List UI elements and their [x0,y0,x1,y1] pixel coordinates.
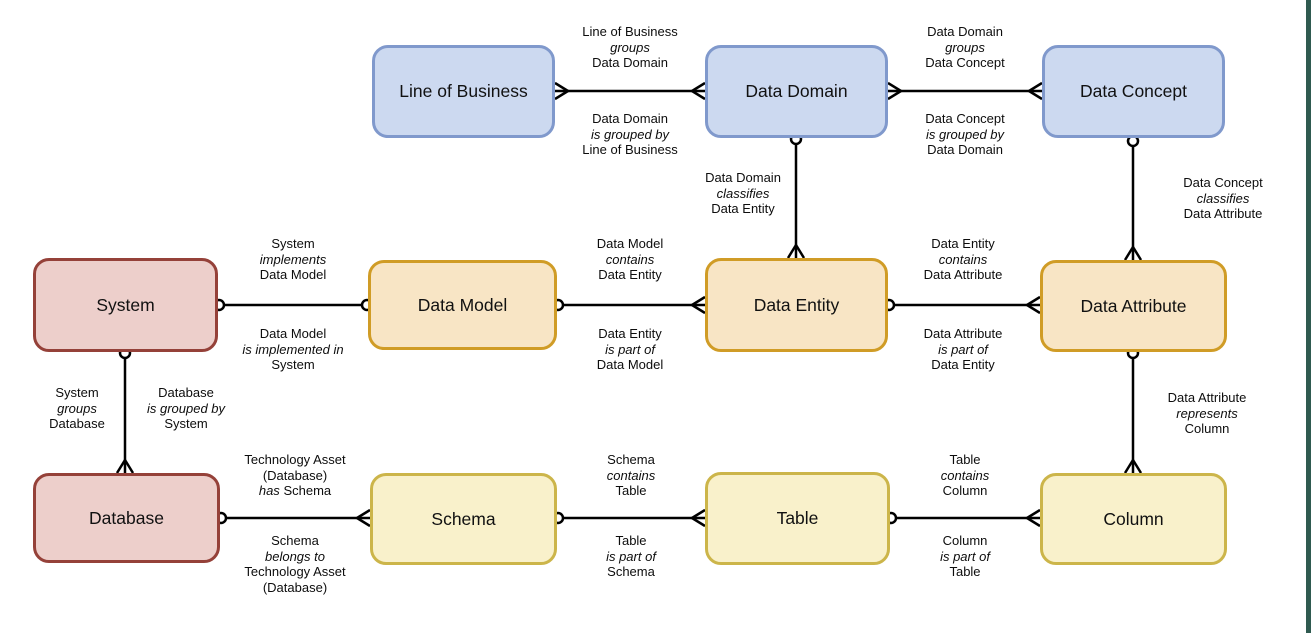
entity-table: Table [705,472,890,565]
relationship-label-dm-contains-de: Data Model contains Data Entity [596,236,664,282]
edge-system-database [115,352,135,474]
relationship-label-col-part-of-table: Column is part of Table [940,533,990,579]
edge-data-entity-data-attribute [888,295,1041,315]
relationship-label-dc-classifies-da: Data Concept classifies Data Attribute [1183,175,1263,221]
entity-label: Table [776,508,819,528]
relationship-label-schema-contains-table: Schema contains Table [606,452,656,498]
entity-label: Data Entity [753,294,840,315]
entity-label: System [96,294,155,315]
edge-schema-table [557,508,706,528]
relationship-label-da-represents-col: Data Attribute represents Column [1167,390,1247,436]
entity-label: Column [1103,508,1164,529]
entity-data-model: Data Model [368,260,557,350]
entity-column: Column [1040,473,1227,565]
entity-database: Database [33,473,220,563]
entity-label: Schema [431,508,496,529]
entity-label: Line of Business [399,81,528,101]
relationship-label-sys-groups-db: System groups Database [49,385,105,431]
entity-line-of-business: Line of Business [372,45,555,138]
relationship-label-table-contains-col: Table contains Column [940,452,990,498]
entity-schema: Schema [370,473,557,565]
relationship-label-dm-implemented-in-sys: Data Model is implemented in System [242,326,344,372]
entity-label: Data Attribute [1080,295,1187,316]
edge-data-attribute-column [1123,352,1143,474]
entity-label: Database [89,507,164,528]
window-edge-bar [1306,0,1311,633]
edge-table-column [890,508,1041,528]
relationship-label-dd-groups-dc: Data Domain groups Data Concept [925,24,1005,70]
relationship-label-table-part-of-schema: Table is part of Schema [606,533,656,579]
entity-label: Data Concept [1079,81,1187,101]
entity-system: System [33,258,218,352]
relationship-label-db-grouped-by-sys: Database is grouped by System [146,385,226,431]
edge-database-schema [220,508,371,528]
relationship-label-de-part-of-dm: Data Entity is part of Data Model [596,326,664,372]
relationship-label-dd-grouped-by-lob: Data Domain is grouped by Line of Busine… [582,111,678,157]
entity-label: Data Domain [745,81,848,101]
relationship-label-schema-belongs-to-db: Schema belongs to Technology Asset (Data… [244,533,346,595]
entity-label: Data Model [417,294,508,315]
entity-data-entity: Data Entity [705,258,888,352]
relationship-label-sys-implements-dm: System implements Data Model [259,236,327,282]
edge-lob-data-domain [554,81,706,101]
relationship-label-dc-grouped-by-dd: Data Concept is grouped by Data Domain [925,111,1005,157]
edge-data-domain-data-concept [887,81,1043,101]
entity-data-domain: Data Domain [705,45,888,138]
entity-data-attribute: Data Attribute [1040,260,1227,352]
relationship-label-lob-groups-dd: Line of Business groups Data Domain [582,24,678,70]
relationship-label-dd-classifies-de: Data Domain classifies Data Entity [705,170,781,216]
relationship-label-de-contains-da: Data Entity contains Data Attribute [923,236,1003,282]
edge-data-model-data-entity [557,295,706,315]
edge-data-domain-data-entity [786,138,806,259]
relationship-label-db-has-schema: Technology Asset (Database) has Schema [244,452,346,498]
edge-data-concept-data-attribute [1123,140,1143,261]
entity-data-concept: Data Concept [1042,45,1225,138]
relationship-label-da-part-of-de: Data Attribute is part of Data Entity [923,326,1003,372]
